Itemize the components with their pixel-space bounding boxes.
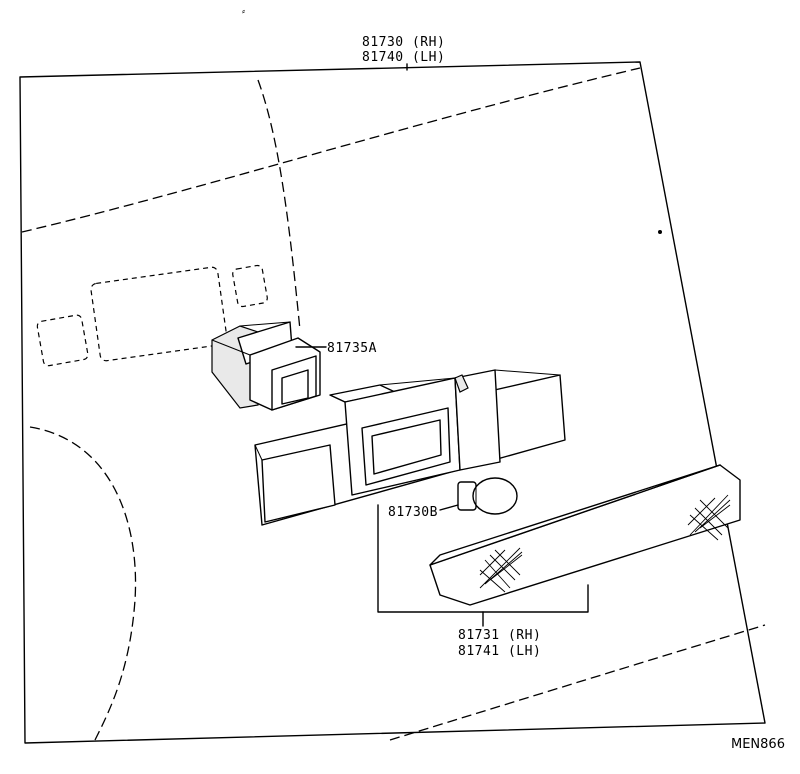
mount-hole-center bbox=[90, 266, 228, 362]
callout-main-lh: 81740 (LH) bbox=[362, 50, 445, 65]
mount-hole-left bbox=[36, 314, 89, 367]
callout-lens-rh: 81731 (RH) bbox=[458, 628, 541, 643]
callout-bulb: 81730B bbox=[388, 505, 438, 520]
callout-main-rh: 81730 (RH) bbox=[362, 35, 445, 50]
callout-lens-lh: 81741 (LH) bbox=[458, 644, 541, 659]
diagram-code: MEN866 bbox=[731, 737, 785, 752]
lamp-housing bbox=[254, 369, 566, 526]
wheel-arch-line bbox=[29, 426, 137, 741]
body-line-vertical bbox=[257, 79, 301, 331]
callout-socket: 81735A bbox=[327, 341, 377, 356]
body-line-upper bbox=[21, 67, 641, 233]
mount-hole-small bbox=[232, 264, 268, 308]
body-dot bbox=[658, 230, 662, 234]
body-line-lower bbox=[389, 624, 766, 741]
bulb-leader-line bbox=[439, 504, 459, 511]
diagram-frame bbox=[19, 61, 766, 744]
scan-mark: ⸗ bbox=[242, 7, 245, 17]
bulb-part bbox=[457, 477, 518, 515]
socket-part bbox=[211, 321, 321, 411]
lens-part bbox=[429, 464, 741, 606]
